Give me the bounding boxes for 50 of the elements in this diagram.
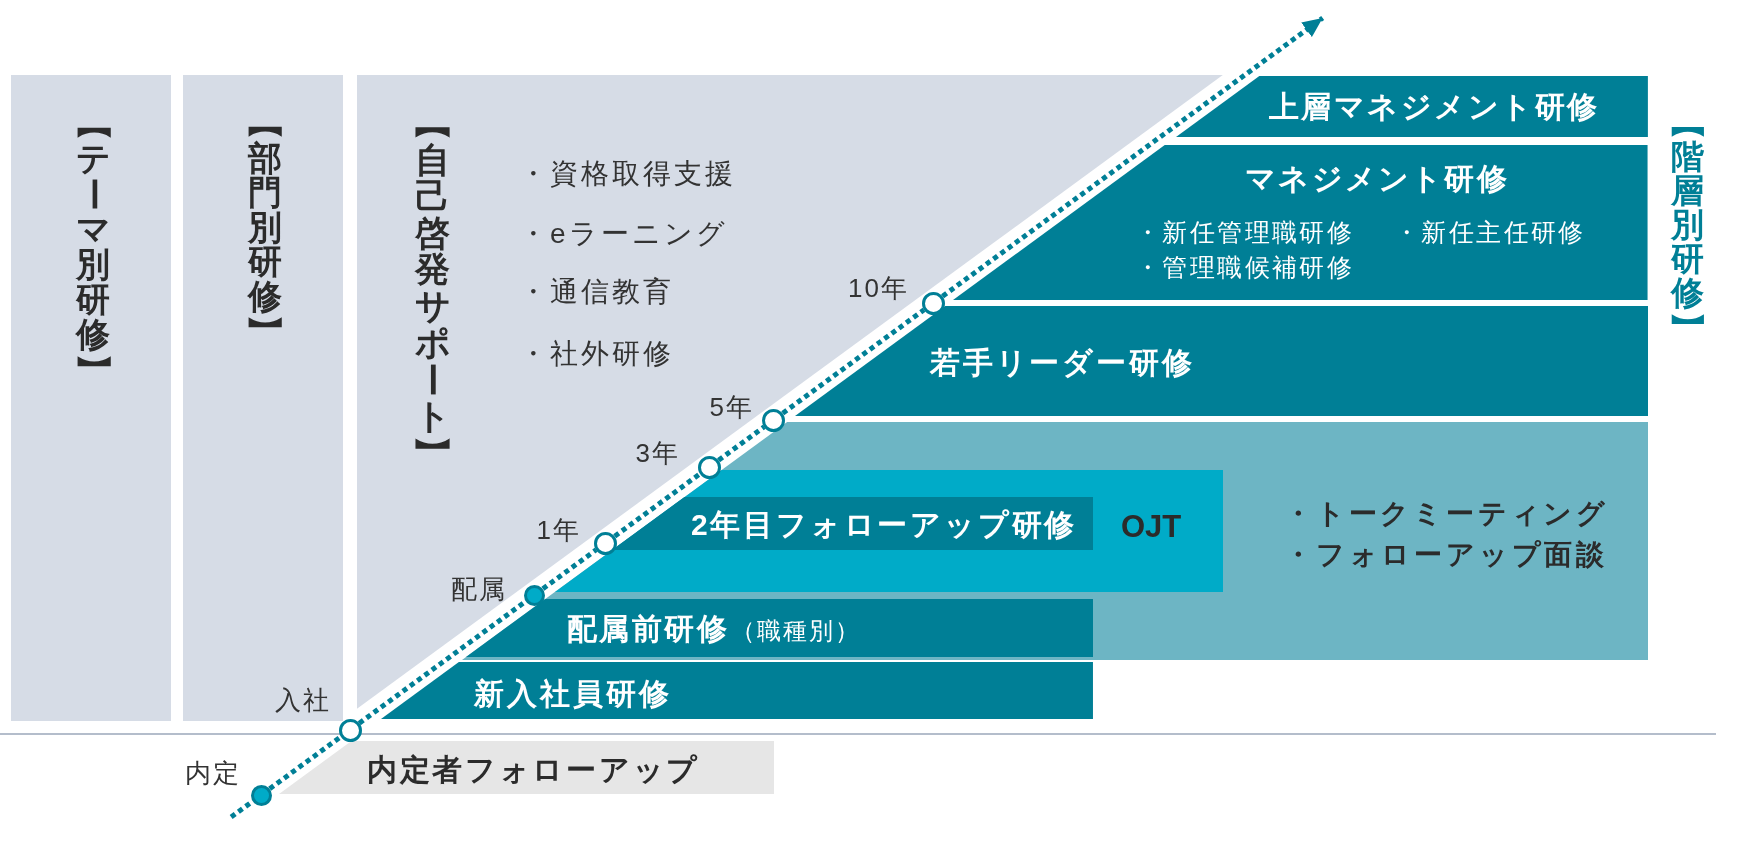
milestone-label: 内定 — [185, 758, 241, 790]
milestone-label: 5年 — [709, 392, 754, 424]
dotted-line — [717, 424, 766, 463]
dotted-line — [268, 734, 343, 791]
milestone-label: 配属 — [451, 574, 507, 606]
ojt-block — [554, 470, 1223, 592]
dotted-line — [541, 547, 598, 591]
milestone-circle — [921, 291, 945, 315]
bullet-item: ・新任管理職研修 — [1135, 217, 1355, 247]
side-heading: 【階層別研修】 — [1670, 106, 1704, 344]
band-title: 新入社員研修 — [474, 676, 672, 712]
milestone-dot — [250, 784, 272, 806]
dotted-arrow — [941, 16, 1325, 299]
milestone-circle — [338, 718, 362, 742]
training-band — [794, 306, 1648, 416]
band-title: 2年目フォローアップ研修 — [691, 507, 1078, 543]
training-band — [1176, 76, 1648, 137]
category-column — [11, 75, 171, 721]
bullet-item: ・フォローアップ面談 — [1284, 538, 1608, 572]
band-title: 内定者フォローアップ — [367, 752, 700, 788]
band-title: 上層マネジメント研修 — [1269, 89, 1600, 125]
band-title: 配属前研修 — [567, 611, 729, 647]
column-heading: 【テーマ別研修】 — [76, 106, 110, 388]
milestone-circle — [593, 531, 617, 555]
milestone-label: 1年 — [536, 515, 581, 547]
bullet-item: ・新任主任研修 — [1394, 217, 1586, 247]
bullet-item: ・eラーニング — [519, 217, 728, 251]
column-heading: 【自己啓発サポート】 — [414, 105, 450, 471]
milestone-dot — [523, 584, 545, 606]
training-band — [953, 145, 1648, 300]
milestone-label: 入社 — [275, 685, 331, 717]
bullet-item: ・通信教育 — [519, 275, 674, 309]
milestone-label: 10年 — [848, 273, 909, 305]
bullet-item: ・管理職候補研修 — [1135, 252, 1355, 282]
column-heading: 【部門別研修】 — [248, 106, 282, 349]
bullet-item: ・社外研修 — [519, 337, 674, 371]
bullet-item: ・トークミーティング — [1284, 497, 1609, 531]
milestone-circle — [762, 408, 785, 432]
band-title: マネジメント研修 — [1245, 161, 1509, 197]
bullet-item: ・資格取得支援 — [519, 157, 736, 191]
band-title: 若手リーダー研修 — [930, 345, 1195, 381]
milestone-label: 3年 — [635, 438, 680, 470]
training-band — [381, 662, 1093, 719]
dotted-line — [613, 471, 702, 539]
dotted-line — [781, 307, 926, 416]
category-column — [183, 75, 343, 721]
milestone-circle — [697, 455, 721, 479]
note-text: （職種別） — [731, 616, 861, 646]
training-band — [278, 741, 774, 794]
block-title: OJT — [1121, 508, 1182, 546]
